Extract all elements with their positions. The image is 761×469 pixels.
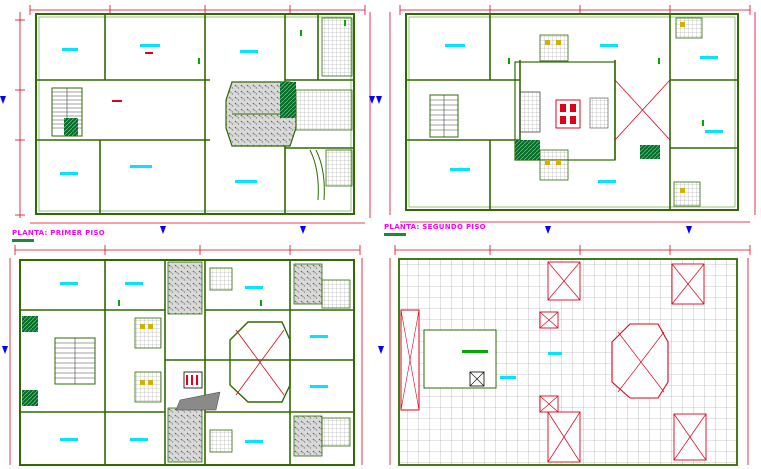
plan-second-floor [389, 5, 756, 223]
axis-marker [376, 96, 692, 234]
patio [225, 81, 353, 147]
axis-marker [2, 346, 384, 354]
second-floor-title-underline [384, 233, 406, 236]
plan-typical-floor [9, 245, 363, 466]
first-floor-title-underline [12, 239, 34, 242]
plan-roof [389, 245, 751, 466]
level-markers [118, 20, 704, 306]
dimension-lines [15, 5, 371, 224]
axis-marker [0, 96, 375, 234]
second-floor-title: PLANTA: SEGUNDO PISO [384, 223, 486, 231]
first-floor-title: PLANTA: PRIMER PISO [12, 229, 106, 237]
plan-first-floor [15, 5, 371, 224]
planter [64, 118, 78, 136]
